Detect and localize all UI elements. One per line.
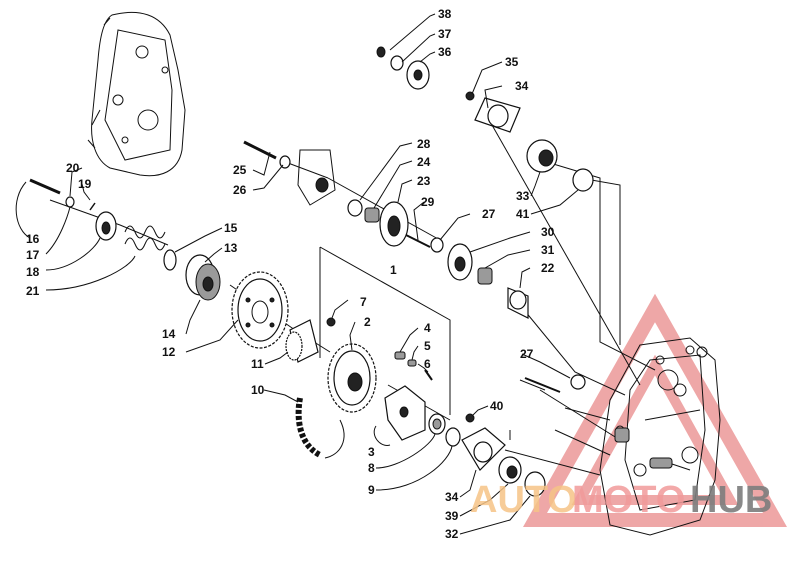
callout-35: 35 [505, 55, 519, 69]
callout-2: 2 [364, 315, 371, 329]
callout-13: 13 [224, 241, 238, 255]
callout-31: 31 [541, 243, 555, 257]
callout-21: 21 [26, 284, 40, 298]
callout-22: 22 [541, 261, 555, 275]
callout-24: 24 [417, 155, 431, 169]
bolt-25 [243, 140, 336, 206]
callout-28: 28 [417, 137, 431, 151]
callout-33: 33 [516, 189, 530, 203]
callout-40: 40 [490, 399, 504, 413]
callout-19: 19 [78, 177, 92, 191]
callout-18: 18 [26, 265, 40, 279]
callout-34-top: 34 [515, 79, 529, 93]
callout-26: 26 [233, 183, 247, 197]
leader-lines [15, 13, 579, 535]
driven-sprocket-2 [327, 343, 377, 413]
callout-36: 36 [438, 45, 452, 59]
callout-6: 6 [424, 357, 431, 371]
watermark-logo: AUTO MOTO HUB [470, 479, 772, 521]
callout-4: 4 [424, 321, 431, 335]
right-shaft-parts [430, 237, 529, 319]
pinion-gear-11 [285, 319, 319, 363]
callout-8: 8 [368, 461, 375, 475]
bottom-flange [461, 413, 546, 497]
callout-20: 20 [66, 161, 80, 175]
callout-11: 11 [251, 357, 264, 371]
large-sprocket-12 [231, 271, 289, 349]
callout-17: 17 [26, 248, 40, 262]
callout-1: 1 [390, 263, 397, 277]
chain-10 [295, 397, 345, 459]
callout-27-top: 27 [482, 207, 496, 221]
callout-25: 25 [233, 163, 247, 177]
callout-41: 41 [516, 207, 530, 221]
callout-39: 39 [445, 509, 459, 523]
callout-15: 15 [224, 221, 238, 235]
callout-34-bottom: 34 [445, 490, 459, 504]
callout-30: 30 [541, 225, 555, 239]
callout-29: 29 [421, 195, 435, 209]
top-bearing-flange [465, 91, 594, 192]
callout-3: 3 [368, 445, 375, 459]
callout-7: 7 [360, 295, 367, 309]
chaincase-housing [87, 11, 186, 177]
left-clutch-cluster [29, 178, 221, 301]
callout-23: 23 [417, 174, 431, 188]
callout-12: 12 [162, 345, 176, 359]
callout-labels: 38 37 36 35 34 28 24 23 25 26 29 27 30 3… [26, 7, 555, 541]
callout-14: 14 [162, 327, 176, 341]
callout-9: 9 [368, 483, 375, 497]
small-pins [326, 317, 433, 381]
callout-32: 32 [445, 527, 459, 541]
watermark-auto: AUTO [470, 479, 577, 521]
assembly-lines [49, 117, 656, 476]
watermark-hub: HUB [690, 479, 772, 521]
callout-37: 37 [438, 27, 452, 41]
callout-27-bottom: 27 [520, 347, 534, 361]
callout-16: 16 [26, 232, 40, 246]
watermark-moto: MOTO [572, 479, 685, 521]
callout-5: 5 [424, 339, 431, 353]
top-sprocket-stack [376, 46, 430, 90]
hub-assembly [384, 385, 461, 447]
callout-10: 10 [251, 383, 265, 397]
middle-shaft-parts [347, 199, 431, 248]
callout-38: 38 [438, 7, 452, 21]
right-small-parts [524, 374, 673, 469]
